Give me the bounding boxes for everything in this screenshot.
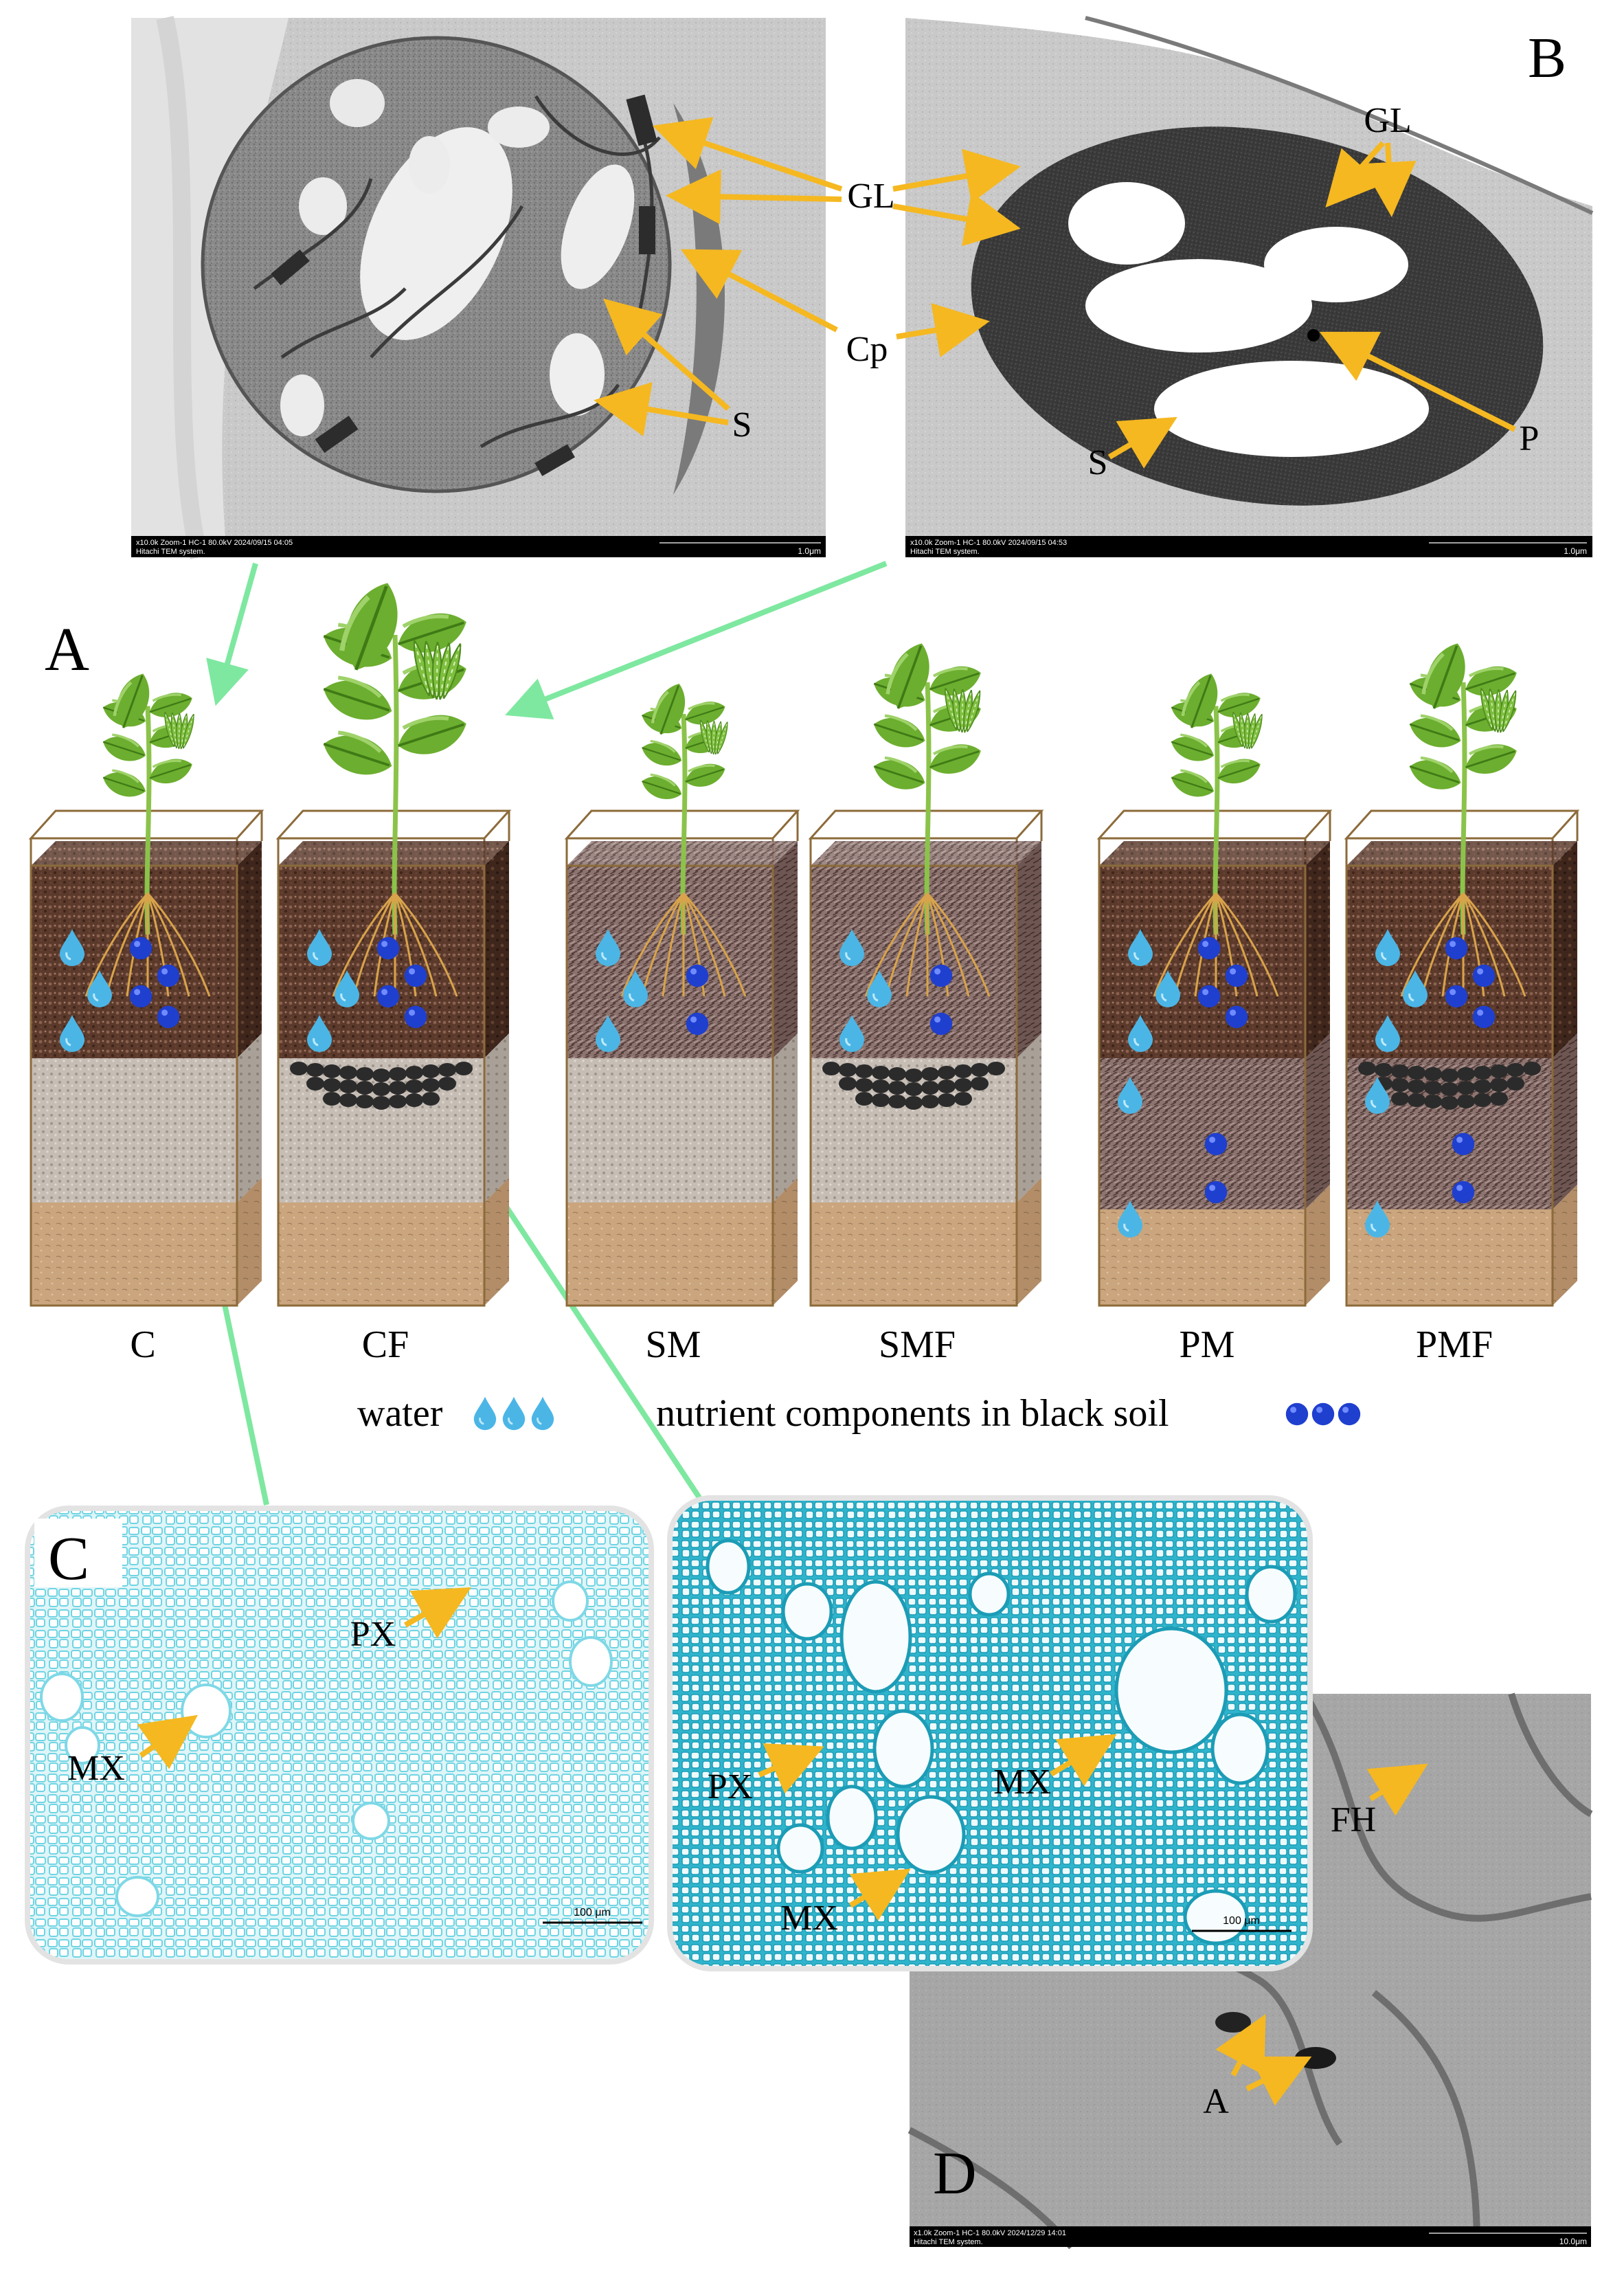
arrow-gl-b-3: [1325, 141, 1385, 208]
arrow-mx-left: [137, 1714, 199, 1769]
arrow-gl-b-4: [1361, 142, 1417, 217]
b-starch-grains: [1068, 182, 1429, 457]
arrow-gl-b-2: [892, 192, 1021, 247]
label-px-right: PX: [708, 1767, 753, 1806]
label-s-a: S: [732, 405, 752, 445]
legend-nutrient-label: nutrient components in black soil: [656, 1392, 1169, 1435]
connector-tem-to-c: [206, 562, 258, 706]
treatment-pm: PM: [1180, 1323, 1235, 1366]
arrow-gl-b-1: [892, 148, 1021, 203]
tem-panel-control-chloroplast: x10.0k Zoom-1 HC-1 80.0kV 2024/09/15 04:…: [131, 16, 826, 559]
label-mx-left: MX: [67, 1749, 125, 1788]
label-fh: FH: [1331, 1800, 1376, 1839]
tem-a-footer-2: Hitachi TEM system.: [136, 548, 205, 556]
label-a-d: A: [1203, 2082, 1229, 2121]
soil-columns: [28, 575, 1580, 1307]
legend-ball-icon-1: [1285, 1402, 1309, 1426]
panel-label-b: B: [1528, 26, 1566, 90]
panel-label-c: C: [48, 1525, 89, 1593]
d-particle-2: [1295, 2047, 1336, 2069]
arrow-s-a-1: [603, 298, 730, 411]
arrow-gl-a-2: [666, 169, 842, 225]
tem-a-scale: 1.0μm: [798, 546, 821, 556]
arrow-s-a-2: [594, 382, 729, 436]
grana-stacks: [271, 94, 657, 476]
tem-a-footer: x10.0k Zoom-1 HC-1 80.0kV 2024/09/15 04:…: [136, 539, 293, 547]
treatment-cf: CF: [362, 1323, 409, 1366]
soil-column: [1344, 638, 1580, 1307]
legend-drop-icon-3: [530, 1396, 555, 1431]
c-right-scale: 100 μm: [1223, 1915, 1260, 1927]
label-cp-a: Cp: [846, 330, 888, 369]
arrow-a-2: [1245, 2056, 1312, 2106]
legend-drop-icon-1: [473, 1396, 497, 1431]
treatment-smf: SMF: [879, 1323, 956, 1366]
section-c-left: 100 μm C PX MX: [25, 1506, 654, 1965]
arrow-px-left: [404, 1587, 471, 1639]
tem-panel-b: x10.0k Zoom-1 HC-1 80.0kV 2024/09/15 04:…: [905, 16, 1594, 557]
treatment-sm: SM: [646, 1323, 701, 1366]
arrow-fh: [1366, 1763, 1428, 1816]
soil-column: [808, 638, 1044, 1307]
tem-d-scale: 10.0μm: [1559, 2237, 1587, 2246]
tem-d-footer: x1.0k Zoom-1 HC-1 80.0kV 2024/12/29 14:0…: [914, 2229, 1066, 2237]
section-c-right: 100 μm PX MX MX: [667, 1495, 1313, 1971]
tem-b-footer-2: Hitachi TEM system.: [910, 548, 980, 556]
legend-water-label: water: [357, 1392, 443, 1435]
arrow-cp-a: [680, 249, 838, 333]
arrow-cp-b: [896, 303, 990, 357]
arrow-p-b: [1319, 331, 1516, 432]
soil-column: [564, 679, 800, 1307]
arrow-a-1: [1215, 2013, 1266, 2077]
tem-annotations: GL Cp S GL P S: [594, 101, 1540, 482]
tem-b-footer: x10.0k Zoom-1 HC-1 80.0kV 2024/09/15 04:…: [910, 539, 1067, 547]
legend-ball-icon-3: [1338, 1402, 1361, 1426]
treatment-c: C: [130, 1323, 155, 1366]
label-gl-b: GL: [1364, 101, 1411, 140]
connector-tem-to-cf: [505, 561, 888, 719]
c-left-scale: 100 μm: [574, 1907, 611, 1918]
arrow-px-right: [758, 1743, 824, 1794]
label-mx-right-top: MX: [993, 1763, 1051, 1802]
treatment-labels: C CF SM SMF PM PMF: [130, 1323, 1493, 1366]
label-px-left: PX: [350, 1615, 396, 1654]
treatment-pmf: PMF: [1416, 1323, 1493, 1366]
legend: water nutrient components in black soil: [357, 1392, 1361, 1435]
label-mx-right-bottom: MX: [780, 1899, 838, 1938]
arrow-mx-right-bottom: [848, 1868, 911, 1921]
soil-column: [28, 669, 264, 1307]
d-particle-1: [1215, 2012, 1251, 2033]
starch-grains: [280, 79, 635, 436]
arrow-gl-a-1: [652, 117, 843, 192]
plastoglobule: [1307, 329, 1320, 342]
label-s-b: S: [1088, 443, 1108, 482]
label-gl-a: GL: [847, 177, 894, 216]
label-p-b: P: [1520, 419, 1540, 458]
tem-d-footer-2: Hitachi TEM system.: [914, 2238, 983, 2246]
arrow-mx-right-top: [1049, 1734, 1117, 1787]
panel-label-d: D: [933, 2140, 977, 2207]
tem-b-scale: 1.0μm: [1564, 546, 1587, 556]
soil-column: [1096, 669, 1333, 1307]
soil-column: [275, 575, 512, 1307]
legend-ball-icon-2: [1311, 1402, 1335, 1426]
panel-label-a: A: [45, 616, 89, 684]
legend-drop-icon-2: [501, 1396, 526, 1431]
arrow-s-b: [1107, 416, 1177, 469]
